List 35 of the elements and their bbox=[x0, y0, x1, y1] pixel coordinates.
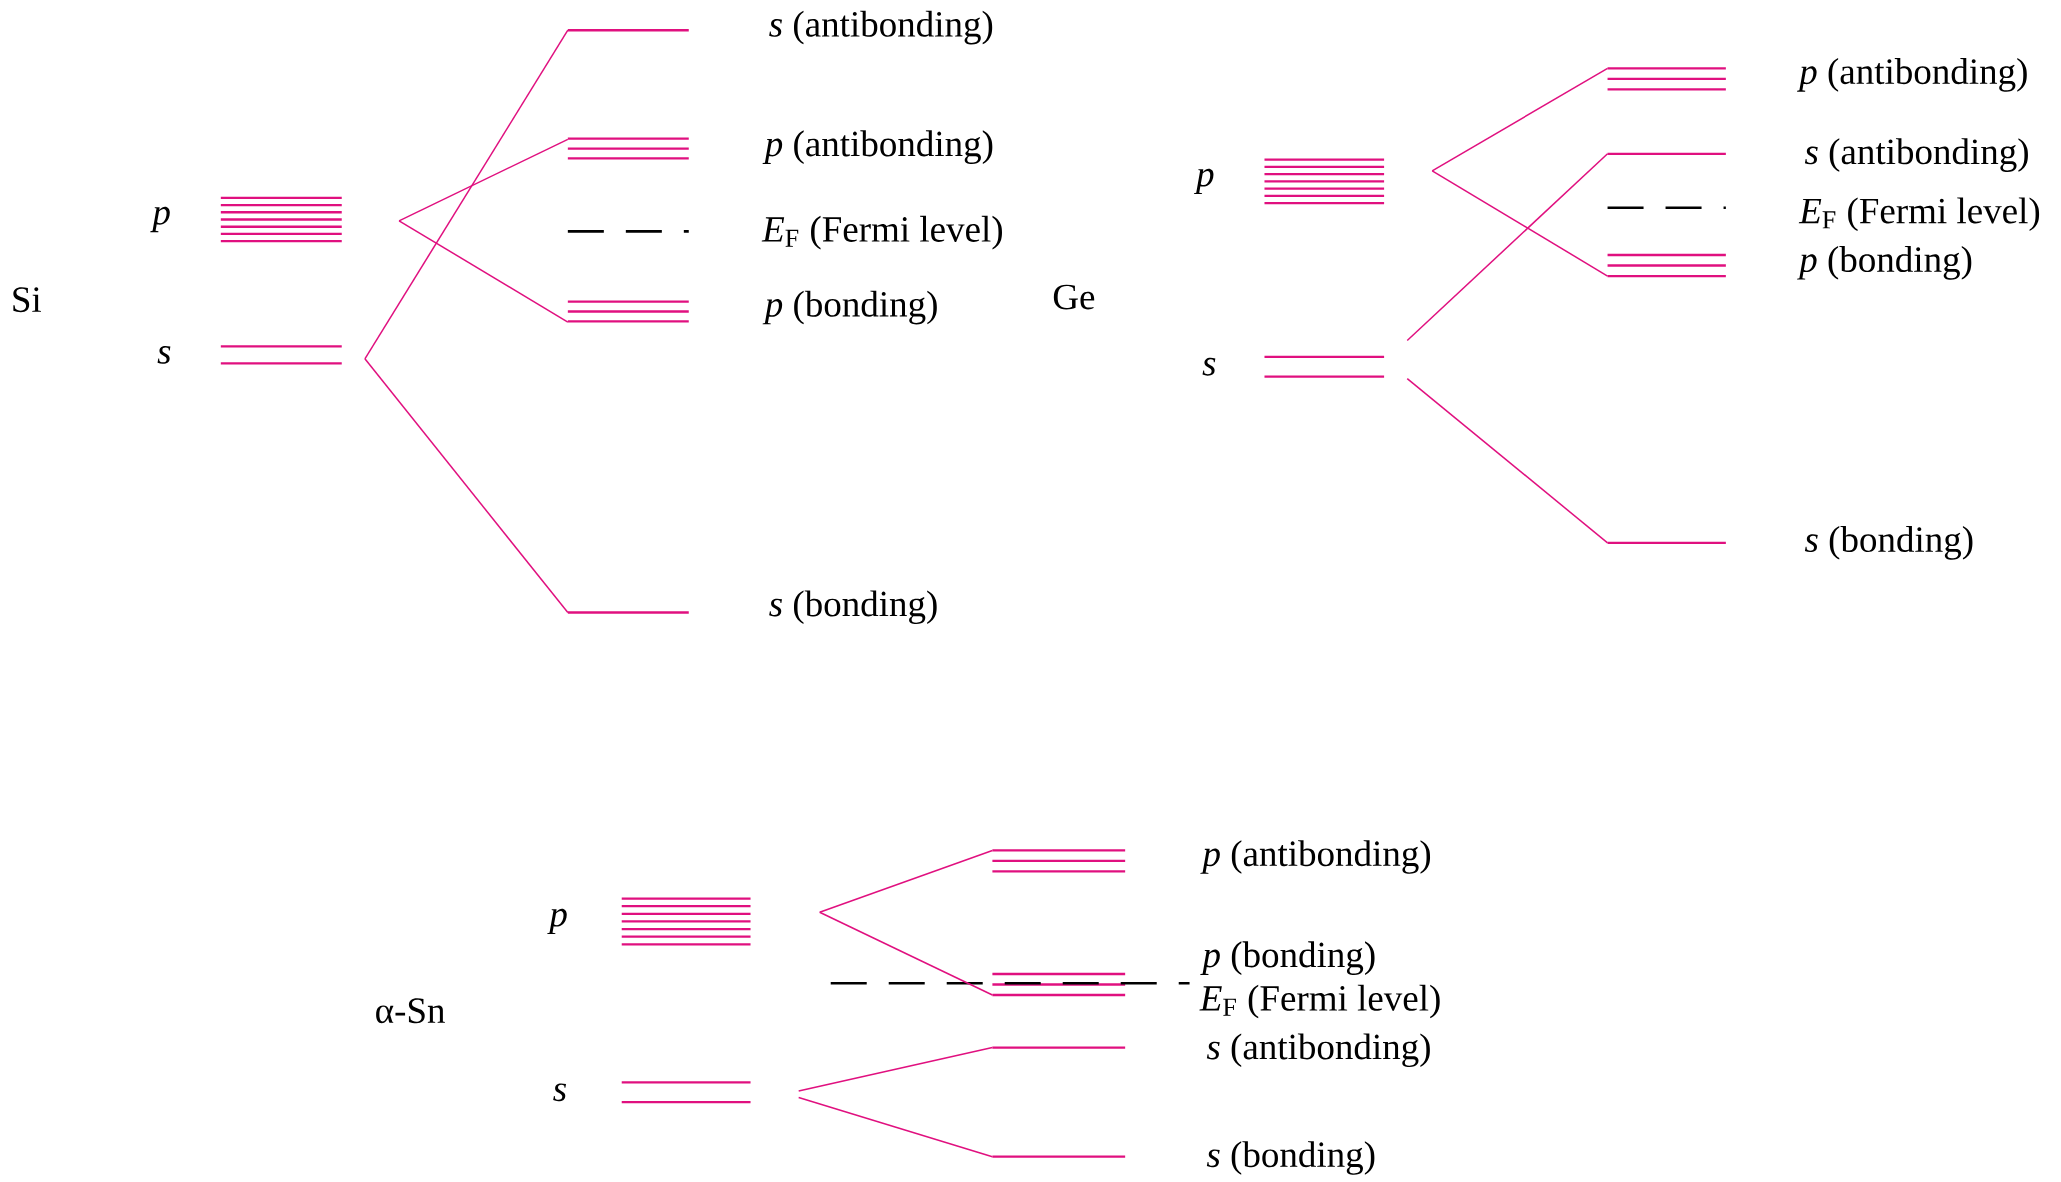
connector-line bbox=[364, 358, 569, 614]
energy-level: p (antibonding) bbox=[1607, 58, 2027, 92]
energy-level: s (antibonding) bbox=[1607, 138, 2028, 173]
connector-line bbox=[1406, 378, 1609, 544]
connector-line bbox=[398, 220, 569, 323]
energy-level: p (bonding) bbox=[1607, 246, 1972, 280]
fermi-level-label: E$_{F}$ (Fermi level) bbox=[1199, 984, 1440, 1019]
fermi-level-label: E$_{F}$ (Fermi level) bbox=[1798, 197, 2040, 232]
energy-level: p (antibonding) bbox=[992, 840, 1431, 874]
atomic-level: s bbox=[553, 1081, 751, 1104]
connector-line bbox=[1406, 153, 1609, 342]
element-label: α-Sn bbox=[376, 998, 445, 1024]
atomic-level: p bbox=[547, 897, 751, 946]
atomic-level: s bbox=[1202, 355, 1385, 378]
atomic-level: p bbox=[1193, 158, 1385, 205]
energy-level: s (antibonding) bbox=[992, 1033, 1430, 1068]
connector-line bbox=[398, 138, 569, 222]
energy-level: p (bonding) bbox=[567, 290, 937, 325]
atomic-level: s bbox=[157, 345, 342, 365]
connector-line bbox=[1431, 170, 1609, 277]
connector-line bbox=[1431, 67, 1609, 172]
connector-line bbox=[818, 849, 994, 914]
energy-level: s (bonding) bbox=[1607, 526, 1973, 560]
connector-line bbox=[818, 911, 994, 996]
connector-line bbox=[797, 1047, 994, 1092]
energy-level: p (antibonding) bbox=[567, 130, 993, 165]
atomic-level: p bbox=[150, 196, 342, 243]
connector-line bbox=[797, 1096, 994, 1158]
energy-level: s (bonding) bbox=[567, 590, 937, 625]
connector-line bbox=[364, 29, 569, 360]
element-label: Si bbox=[13, 287, 41, 313]
fermi-level-label: E$_{F}$ (Fermi level) bbox=[761, 216, 1002, 250]
element-label: Ge bbox=[1053, 284, 1095, 310]
energy-level: s (bonding) bbox=[992, 1141, 1375, 1176]
energy-level: s (antibonding) bbox=[567, 10, 993, 45]
